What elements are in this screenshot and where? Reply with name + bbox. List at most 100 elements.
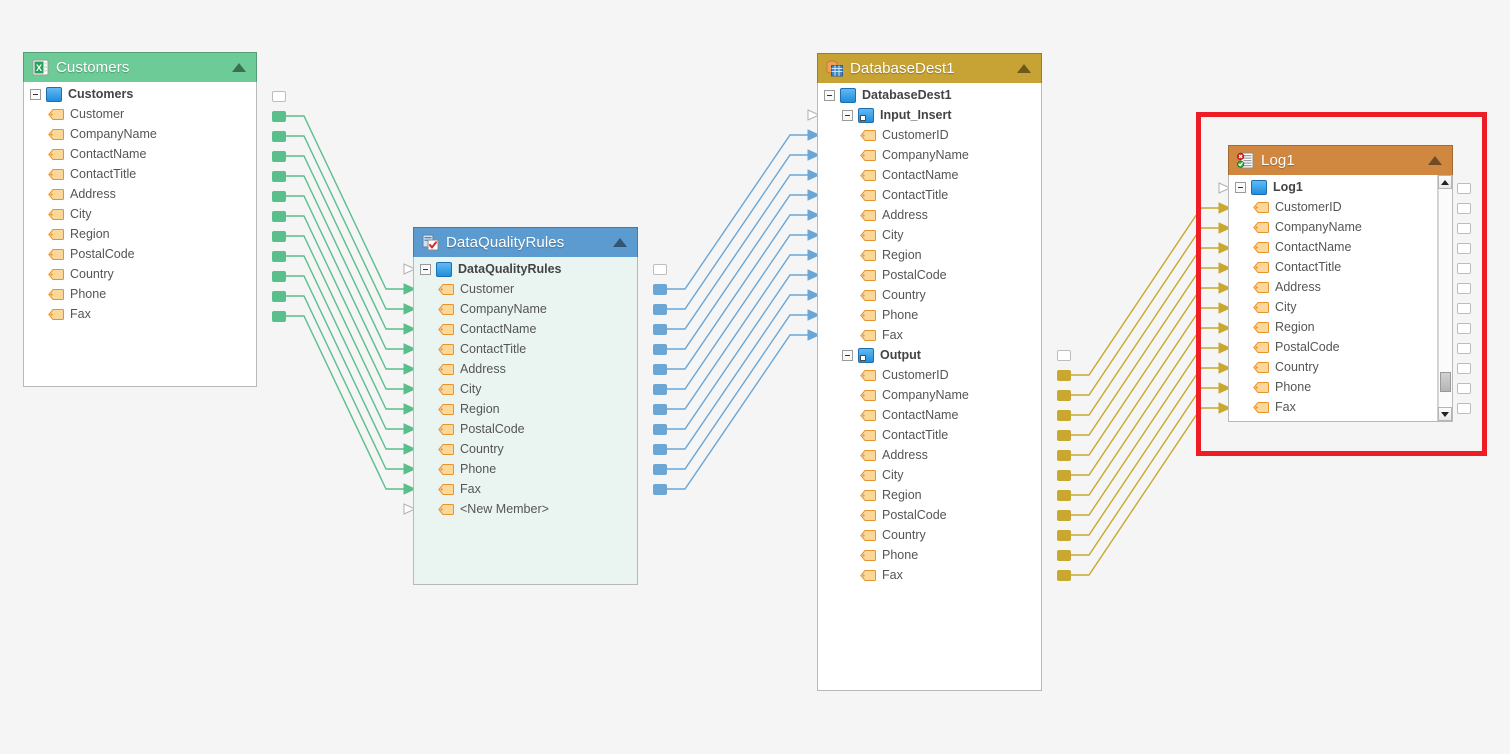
- tree-row-field[interactable]: ContactName: [1229, 237, 1452, 257]
- tree-row-field[interactable]: Region: [1229, 317, 1452, 337]
- connector-stub[interactable]: [653, 364, 667, 375]
- tree-row-field[interactable]: ContactName: [818, 405, 1041, 425]
- connector-stub[interactable]: [1057, 490, 1071, 501]
- tree-row-field[interactable]: City: [1229, 297, 1452, 317]
- tree-row-field[interactable]: Region: [414, 399, 637, 419]
- tree-row-field[interactable]: PostalCode: [818, 505, 1041, 525]
- tree-row-field[interactable]: CompanyName: [1229, 217, 1452, 237]
- tree-row-field[interactable]: Fax: [818, 565, 1041, 585]
- tree-row-field[interactable]: Country: [818, 525, 1041, 545]
- connector-stub[interactable]: [1057, 410, 1071, 421]
- tree-row-field[interactable]: ContactTitle: [24, 164, 256, 184]
- scroll-down-button[interactable]: [1438, 407, 1452, 421]
- connector-stub-empty[interactable]: [1457, 403, 1471, 414]
- tree-row-field[interactable]: CompanyName: [24, 124, 256, 144]
- connector-stub[interactable]: [272, 311, 286, 322]
- tree-row-field[interactable]: Address: [1229, 277, 1452, 297]
- connector-stub[interactable]: [272, 211, 286, 222]
- collapse-triangle-icon[interactable]: [613, 238, 627, 247]
- connector-stub[interactable]: [1057, 510, 1071, 521]
- connector-stub-empty[interactable]: [1457, 283, 1471, 294]
- tree-row-field[interactable]: Region: [24, 224, 256, 244]
- connector-stub[interactable]: [272, 171, 286, 182]
- connector-stub[interactable]: [272, 231, 286, 242]
- tree-row-field[interactable]: City: [414, 379, 637, 399]
- tree-row-field[interactable]: Country: [24, 264, 256, 284]
- tree-row-field[interactable]: PostalCode: [24, 244, 256, 264]
- expander-minus-icon[interactable]: [842, 109, 853, 121]
- connector-stub-empty[interactable]: [1457, 243, 1471, 254]
- connector-stub[interactable]: [653, 424, 667, 435]
- tree-row-root[interactable]: DataQualityRules: [414, 259, 637, 279]
- tree-row-field[interactable]: ContactName: [24, 144, 256, 164]
- connector-stub[interactable]: [653, 384, 667, 395]
- tree-row-field[interactable]: Customer: [24, 104, 256, 124]
- connector-stub-empty[interactable]: [1457, 223, 1471, 234]
- connector-stub-empty[interactable]: [1457, 343, 1471, 354]
- expander-minus-icon[interactable]: [30, 88, 41, 100]
- tree-row-field[interactable]: City: [818, 225, 1041, 245]
- tree-row-field[interactable]: ContactTitle: [818, 425, 1041, 445]
- expander-minus-icon[interactable]: [420, 263, 431, 275]
- tree-row-root[interactable]: Customers: [24, 84, 256, 104]
- connector-stub[interactable]: [653, 464, 667, 475]
- tree-row-field[interactable]: Phone: [24, 284, 256, 304]
- log1-vertical-scrollbar[interactable]: [1437, 175, 1452, 421]
- expander-minus-icon[interactable]: [824, 89, 835, 101]
- connector-stub[interactable]: [653, 444, 667, 455]
- tree-row-field[interactable]: Region: [818, 245, 1041, 265]
- connector-stub[interactable]: [272, 111, 286, 122]
- connector-stub-empty[interactable]: [1057, 350, 1071, 361]
- tree-row-field[interactable]: CustomerID: [1229, 197, 1452, 217]
- connector-stub-empty[interactable]: [1457, 203, 1471, 214]
- tree-row-field[interactable]: CompanyName: [818, 385, 1041, 405]
- connector-stub[interactable]: [1057, 390, 1071, 401]
- tree-row-field[interactable]: Address: [818, 205, 1041, 225]
- connector-stub[interactable]: [653, 304, 667, 315]
- expander-minus-icon[interactable]: [842, 349, 853, 361]
- connector-stub[interactable]: [653, 344, 667, 355]
- connector-stub-empty[interactable]: [1457, 363, 1471, 374]
- connector-stub[interactable]: [1057, 370, 1071, 381]
- tree-row-root[interactable]: DatabaseDest1: [818, 85, 1041, 105]
- tree-row-field[interactable]: Phone: [818, 305, 1041, 325]
- connector-stub[interactable]: [272, 291, 286, 302]
- connector-stub-empty[interactable]: [272, 91, 286, 102]
- connector-stub-empty[interactable]: [653, 264, 667, 275]
- connector-stub[interactable]: [1057, 530, 1071, 541]
- tree-row-root[interactable]: Log1: [1229, 177, 1452, 197]
- tree-row-field[interactable]: <New Member>: [414, 499, 637, 519]
- scrollbar-track[interactable]: [1438, 189, 1452, 407]
- tree-row-field[interactable]: PostalCode: [414, 419, 637, 439]
- tree-row-field[interactable]: Region: [818, 485, 1041, 505]
- expander-minus-icon[interactable]: [1235, 181, 1246, 193]
- tree-row-field[interactable]: CustomerID: [818, 365, 1041, 385]
- connector-stub[interactable]: [272, 271, 286, 282]
- connector-stub[interactable]: [1057, 470, 1071, 481]
- connector-stub[interactable]: [272, 191, 286, 202]
- collapse-triangle-icon[interactable]: [1017, 64, 1031, 73]
- tree-row-field[interactable]: Country: [818, 285, 1041, 305]
- tree-row-folder[interactable]: Output: [818, 345, 1041, 365]
- tree-row-field[interactable]: Fax: [414, 479, 637, 499]
- tree-row-field[interactable]: Phone: [818, 545, 1041, 565]
- collapse-triangle-icon[interactable]: [232, 63, 246, 72]
- tree-row-folder[interactable]: Input_Insert: [818, 105, 1041, 125]
- connector-stub[interactable]: [653, 324, 667, 335]
- connector-stub[interactable]: [1057, 430, 1071, 441]
- connector-stub[interactable]: [272, 151, 286, 162]
- tree-row-field[interactable]: ContactTitle: [414, 339, 637, 359]
- node-header-databasedest1[interactable]: DatabaseDest1: [817, 53, 1042, 83]
- tree-row-field[interactable]: CustomerID: [818, 125, 1041, 145]
- tree-row-field[interactable]: PostalCode: [1229, 337, 1452, 357]
- scroll-up-button[interactable]: [1438, 175, 1452, 189]
- connector-stub[interactable]: [653, 484, 667, 495]
- tree-row-field[interactable]: Address: [24, 184, 256, 204]
- tree-row-field[interactable]: PostalCode: [818, 265, 1041, 285]
- tree-row-field[interactable]: City: [818, 465, 1041, 485]
- tree-row-field[interactable]: Fax: [24, 304, 256, 324]
- connector-stub[interactable]: [1057, 570, 1071, 581]
